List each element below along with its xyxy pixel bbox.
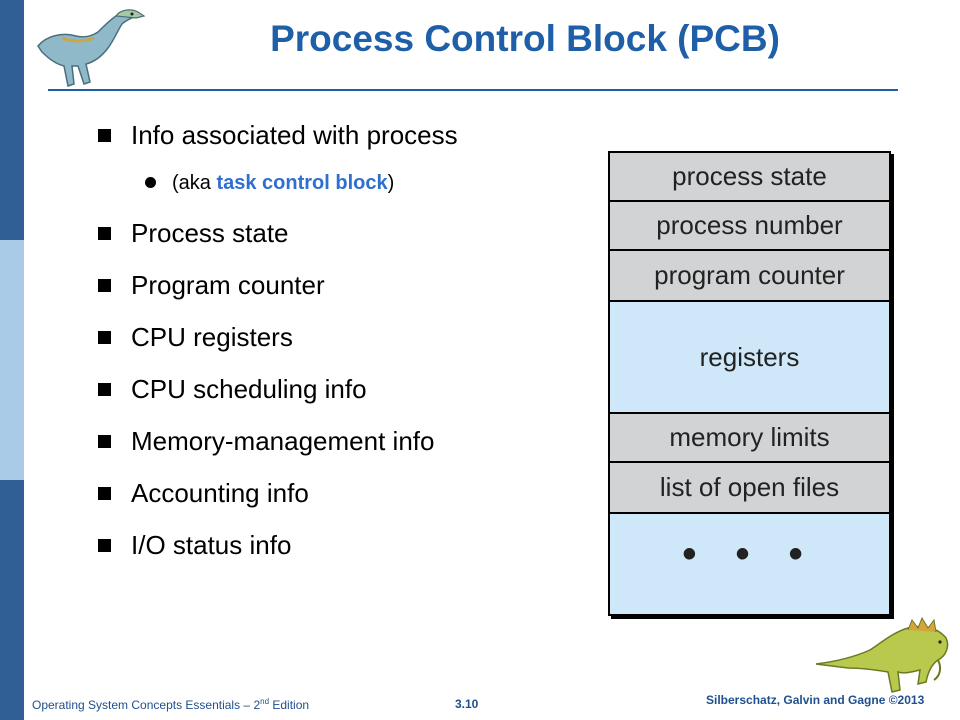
sidebar-strip-middle [0,240,24,480]
dinosaur-bottom-icon [815,616,949,693]
pcb-field-open-files: list of open files [610,463,889,514]
bullet-text: Accounting info [131,478,309,508]
bullet-item: Memory-management info [96,422,576,474]
square-bullet-icon [98,227,111,240]
square-bullet-icon [98,279,111,292]
pcb-field-process-number: process number [610,202,889,251]
bullet-item: CPU registers [96,318,576,370]
pcb-diagram: process state process number program cou… [608,151,891,616]
bullet-list: Info associated with process (aka task c… [96,116,576,578]
bullet-text: I/O status info [131,530,292,560]
sub-bullet-item: (aka task control block) [96,168,576,214]
footer-book-title-main: Operating System Concepts Essentials – 2 [32,698,261,712]
bullet-item: Info associated with process [96,116,576,168]
footer-book-title: Operating System Concepts Essentials – 2… [32,697,309,712]
title-divider [48,89,898,91]
dinosaur-top-icon [37,9,146,87]
pcb-field-program-counter: program counter [610,251,889,302]
sub-bullet-text: (aka task control block) [172,168,394,198]
square-bullet-icon [98,435,111,448]
bullet-text: Memory-management info [131,426,435,456]
square-bullet-icon [98,129,111,142]
pcb-field-registers: registers [610,302,889,414]
bullet-text: CPU scheduling info [131,374,367,404]
square-bullet-icon [98,331,111,344]
bullet-text: Process state [131,218,289,248]
bullet-item: Program counter [96,266,576,318]
pcb-field-process-state: process state [610,153,889,202]
bullet-item: I/O status info [96,526,576,578]
slide-title: Process Control Block (PCB) [270,18,780,59]
pcb-field-memory-limits: memory limits [610,414,889,463]
footer-copyright: Silberschatz, Galvin and Gagne ©2013 [706,693,925,707]
sub-bullet-suffix: ) [387,172,395,194]
square-bullet-icon [98,539,111,552]
footer-book-title-sup: nd [260,697,270,706]
bullet-item: Process state [96,214,576,266]
bullet-text: Info associated with process [131,120,458,150]
round-bullet-icon [145,177,156,188]
footer-book-title-tail: Edition [269,698,310,712]
square-bullet-icon [98,487,111,500]
highlighted-term: task control block [216,172,388,194]
bullet-text: Program counter [131,270,325,300]
sidebar-strip-bottom [0,480,24,720]
bullet-text: CPU registers [131,322,293,352]
footer-page-number: 3.10 [455,697,479,711]
bullet-item: Accounting info [96,474,576,526]
sub-bullet-prefix: (aka [172,172,217,194]
bullet-item: CPU scheduling info [96,370,576,422]
square-bullet-icon [98,383,111,396]
sidebar-strip-top [0,0,24,240]
pcb-field-ellipsis: • • • [610,514,889,614]
